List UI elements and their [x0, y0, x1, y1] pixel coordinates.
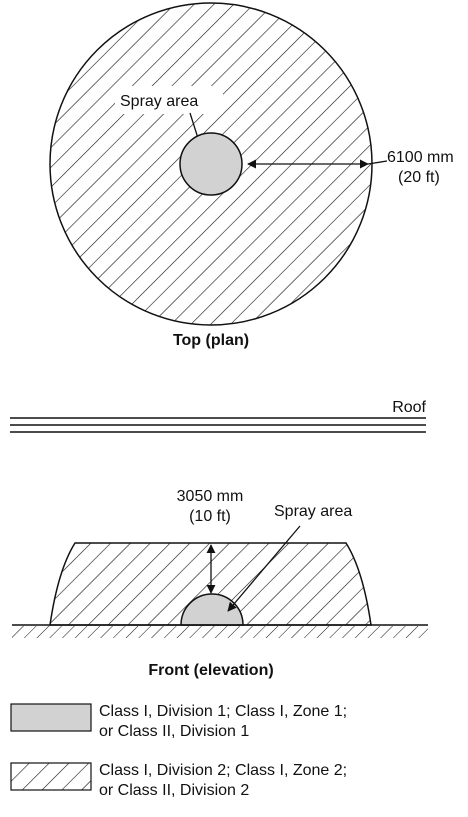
legend-division2-line1: Class I, Division 2; Class I, Zone 2;: [99, 762, 347, 779]
plan-dimension-ft: (20 ft): [398, 169, 440, 186]
plan-view: Spray area 6100 mm (20 ft) Top (plan): [49, 2, 454, 349]
elevation-dimension-ft: (10 ft): [189, 508, 231, 525]
elevation-caption: Front (elevation): [148, 662, 273, 679]
elevation-label-bg: [200, 495, 374, 525]
legend-swatch-division1: [10, 703, 92, 732]
elevation-spray-leader: [227, 525, 301, 612]
legend-division1-line2: or Class II, Division 1: [99, 723, 249, 740]
ground-hatch: [12, 626, 428, 638]
legend: Class I, Division 1; Class I, Zone 1; or…: [10, 703, 347, 799]
elevation-view: Roof 3050 mm (10 ft) Spray area Front (e…: [10, 399, 428, 679]
elevation-dimension-mm: 3050 mm: [177, 488, 244, 505]
roof-label: Roof: [392, 399, 426, 416]
legend-swatch-division2: [10, 762, 92, 791]
legend-division2-line2: or Class II, Division 2: [99, 782, 249, 799]
plan-caption: Top (plan): [173, 332, 249, 349]
plan-dimension-leader: [367, 160, 388, 165]
plan-dimension-mm: 6100 mm: [387, 149, 454, 166]
plan-spray-area-circle: [179, 132, 243, 196]
elevation-spray-label: Spray area: [274, 503, 352, 520]
legend-division1-line1: Class I, Division 1; Class I, Zone 1;: [99, 703, 347, 720]
plan-spray-label-bg: [115, 86, 223, 114]
plan-spray-label: Spray area: [120, 93, 198, 110]
